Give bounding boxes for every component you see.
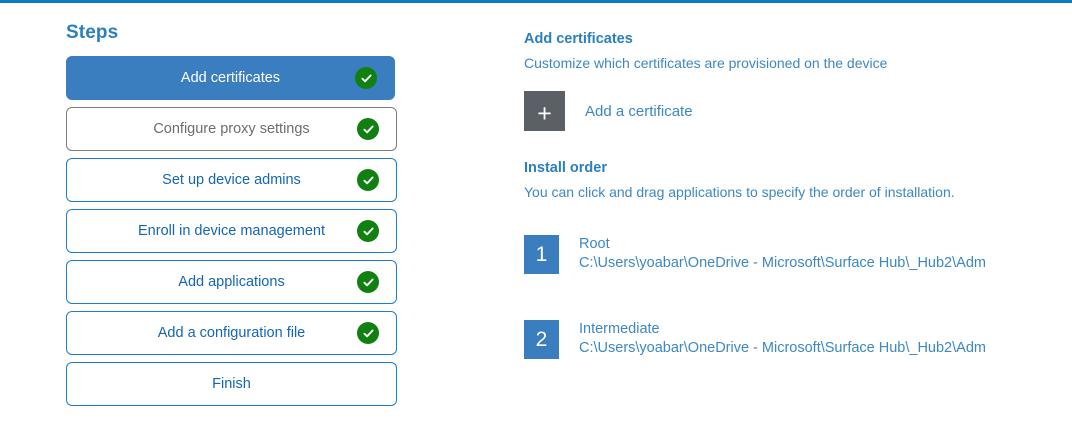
steps-list: Add certificates Configure proxy setting… bbox=[66, 56, 398, 406]
install-order-heading: Install order bbox=[524, 160, 607, 176]
step-label: Set up device admins bbox=[162, 172, 301, 188]
step-label: Add certificates bbox=[180, 70, 281, 86]
step-label: Finish bbox=[212, 376, 251, 392]
step-label: Configure proxy settings bbox=[153, 121, 310, 137]
plus-icon[interactable]: + bbox=[524, 91, 565, 131]
step-item-add-a-configuration-file[interactable]: Add a configuration file bbox=[66, 311, 397, 355]
check-circle-icon bbox=[357, 118, 379, 140]
detail-heading: Add certificates bbox=[524, 31, 633, 47]
step-item-set-up-device-admins[interactable]: Set up device admins bbox=[66, 158, 397, 202]
install-order-text: Root C:\Users\yoabar\OneDrive - Microsof… bbox=[579, 235, 986, 273]
add-certificate-button[interactable]: + Add a certificate bbox=[524, 91, 1044, 131]
install-order-item[interactable]: 2 Intermediate C:\Users\yoabar\OneDrive … bbox=[524, 320, 1044, 359]
step-item-add-certificates[interactable]: Add certificates bbox=[66, 56, 395, 100]
add-certificate-label: Add a certificate bbox=[585, 102, 693, 120]
install-order-text: Intermediate C:\Users\yoabar\OneDrive - … bbox=[579, 320, 986, 358]
steps-panel: Steps Add certificates Configure proxy s… bbox=[66, 22, 398, 413]
check-circle-icon bbox=[355, 67, 377, 89]
step-item-configure-proxy-settings[interactable]: Configure proxy settings bbox=[66, 107, 397, 151]
step-item-finish[interactable]: Finish bbox=[66, 362, 397, 406]
check-circle-icon bbox=[357, 220, 379, 242]
install-order-index: 2 bbox=[524, 320, 559, 359]
install-order-list: 1 Root C:\Users\yoabar\OneDrive - Micros… bbox=[524, 235, 1044, 359]
top-accent-bar bbox=[0, 0, 1072, 3]
step-label: Enroll in device management bbox=[138, 223, 325, 239]
install-order-section: Install order You can click and drag app… bbox=[524, 159, 1044, 359]
plus-glyph: + bbox=[537, 99, 552, 128]
install-order-index: 1 bbox=[524, 235, 559, 274]
step-item-add-applications[interactable]: Add applications bbox=[66, 260, 397, 304]
step-label: Add a configuration file bbox=[157, 325, 306, 341]
install-order-name: Intermediate bbox=[579, 321, 660, 337]
install-order-path: C:\Users\yoabar\OneDrive - Microsoft\Sur… bbox=[579, 255, 986, 271]
step-item-enroll-in-device-management[interactable]: Enroll in device management bbox=[66, 209, 397, 253]
check-circle-icon bbox=[357, 169, 379, 191]
install-order-subtext: You can click and drag applications to s… bbox=[524, 184, 955, 200]
steps-title: Steps bbox=[66, 22, 119, 43]
check-circle-icon bbox=[357, 322, 379, 344]
detail-subtext: Customize which certificates are provisi… bbox=[524, 55, 888, 71]
install-order-path: C:\Users\yoabar\OneDrive - Microsoft\Sur… bbox=[579, 340, 986, 356]
install-order-item[interactable]: 1 Root C:\Users\yoabar\OneDrive - Micros… bbox=[524, 235, 1044, 274]
install-order-name: Root bbox=[579, 236, 610, 252]
detail-panel: Add certificates Customize which certifi… bbox=[524, 30, 1044, 405]
step-label: Add applications bbox=[178, 274, 285, 290]
check-circle-icon bbox=[357, 271, 379, 293]
